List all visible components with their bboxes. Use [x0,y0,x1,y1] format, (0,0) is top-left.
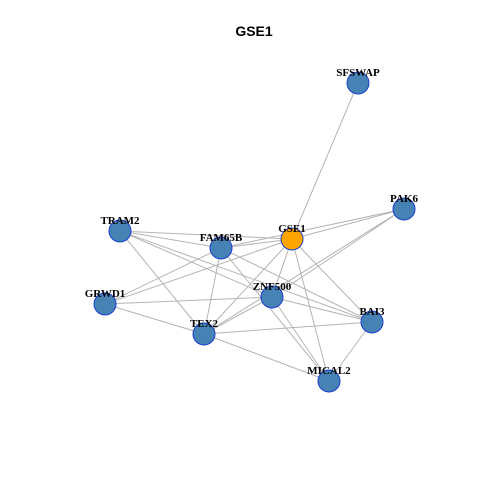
node-label-bai3: BAI3 [359,306,385,318]
node-label-mical2: MICAL2 [307,365,351,377]
node-tram2[interactable] [108,219,132,243]
node-mical2[interactable] [317,369,341,393]
edge-znf500-bai3 [271,296,373,323]
node-pak6[interactable] [392,197,416,221]
edge-tram2-tex2 [119,230,205,335]
node-tex2[interactable] [192,322,216,346]
edge-fam65b-bai3 [220,247,373,323]
edge-tram2-fam65b [119,230,222,249]
edge-pak6-tex2 [203,208,405,335]
node-fam65b[interactable] [209,236,233,260]
edge-gse1-bai3 [291,238,373,323]
edge-gse1-mical2 [291,238,330,382]
node-label-fam65b: FAM65B [200,232,243,244]
edge-tex2-bai3 [203,321,373,335]
node-label-pak6: PAK6 [390,193,418,205]
edge-tex2-mical2 [203,333,330,382]
edge-pak6-fam65b [220,208,405,249]
nodes-layer [93,71,416,393]
node-label-znf500: ZNF500 [253,281,292,293]
edge-gse1-grwd1 [104,238,293,305]
edges-layer [104,82,405,382]
edge-tram2-gse1 [119,230,293,240]
edge-tram2-bai3 [119,230,373,323]
node-label-gse1: GSE1 [278,223,306,235]
edge-bai3-mical2 [328,321,373,382]
edge-grwd1-tex2 [104,303,205,335]
node-label-tram2: TRAM2 [100,215,140,227]
node-bai3[interactable] [360,310,384,334]
node-gse1[interactable] [280,227,304,251]
edge-pak6-gse1 [291,208,405,240]
node-label-grwd1: GRWD1 [85,288,126,300]
edge-znf500-tex2 [203,296,273,335]
edge-fam65b-mical2 [220,247,330,382]
edge-sfswap-gse1 [291,82,359,240]
edge-gse1-tex2 [203,238,293,335]
edge-pak6-znf500 [271,208,405,298]
node-label-sfswap: SFSWAP [336,67,380,79]
edge-tram2-znf500 [119,230,273,298]
node-grwd1[interactable] [93,292,117,316]
edge-gse1-fam65b [220,238,293,249]
node-znf500[interactable] [260,285,284,309]
node-label-tex2: TEX2 [190,318,219,330]
graph-title: GSE1 [235,23,273,39]
edge-fam65b-tex2 [203,247,222,335]
node-sfswap[interactable] [346,71,370,95]
edge-znf500-mical2 [271,296,330,382]
edge-grwd1-znf500 [104,296,273,305]
edge-fam65b-grwd1 [104,247,222,305]
